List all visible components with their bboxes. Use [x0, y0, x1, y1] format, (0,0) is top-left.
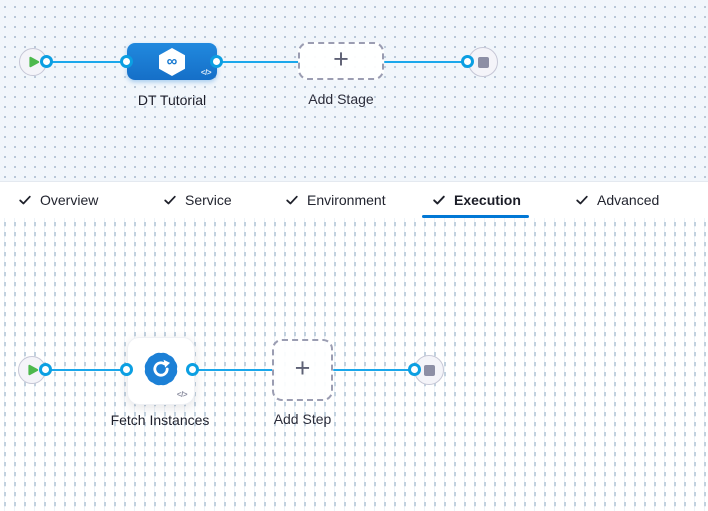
connector-anchor [186, 363, 199, 376]
check-icon [286, 195, 298, 205]
step-node-fetch-instances[interactable]: </> [127, 337, 195, 405]
tab-label: Environment [307, 192, 386, 208]
connector-anchor [408, 363, 421, 376]
stop-icon [477, 56, 489, 68]
play-icon [29, 56, 40, 68]
infinity-glyph: ∞ [166, 53, 178, 70]
connector-edge [217, 61, 299, 63]
step-label: Fetch Instances [110, 412, 210, 428]
code-icon: </> [200, 68, 212, 77]
tab-overview[interactable]: Overview [18, 182, 98, 218]
tab-label: Execution [454, 192, 521, 208]
stage-config-tabbar: Overview Service Environment Execution A… [0, 182, 708, 218]
fetch-instances-icon [141, 349, 181, 389]
tab-label: Advanced [597, 192, 660, 208]
connector-anchor [210, 55, 223, 68]
stage-graph-canvas: ∞ </> + DT Tutorial Add Stage [0, 0, 708, 182]
stage-node-dt-tutorial[interactable]: ∞ </> [127, 43, 217, 80]
connector-anchor [120, 363, 133, 376]
connector-anchor [120, 55, 133, 68]
tab-environment[interactable]: Environment [285, 182, 386, 218]
connector-edge [47, 61, 128, 63]
connector-edge [384, 61, 469, 63]
tab-advanced[interactable]: Advanced [575, 182, 659, 218]
add-stage-button[interactable]: + [298, 42, 384, 80]
check-icon [164, 195, 176, 205]
code-icon: </> [176, 390, 188, 399]
active-tab-underline [422, 215, 529, 218]
tab-service[interactable]: Service [163, 182, 232, 218]
plus-icon: + [294, 353, 311, 383]
play-icon [28, 364, 39, 376]
connector-anchor [40, 55, 53, 68]
tab-execution[interactable]: Execution [422, 182, 529, 218]
check-icon [576, 195, 588, 205]
plus-icon: + [333, 44, 349, 74]
check-icon [19, 195, 31, 205]
refresh-arrow-icon [153, 359, 170, 377]
tab-label: Overview [40, 192, 99, 208]
check-icon [433, 195, 445, 205]
add-stage-label: Add Stage [308, 91, 374, 107]
tab-label: Service [185, 192, 232, 208]
connector-anchor [39, 363, 52, 376]
stop-icon [423, 364, 435, 376]
connector-edge [193, 369, 273, 371]
add-step-button[interactable]: + [272, 339, 333, 401]
execution-graph-canvas: </> + Fetch Instances Add Step [0, 218, 708, 511]
connector-anchor [461, 55, 474, 68]
cd-stage-hexagon-icon: ∞ [159, 48, 185, 76]
connector-edge [46, 369, 128, 371]
add-step-label: Add Step [273, 411, 332, 427]
stage-label: DT Tutorial [137, 92, 207, 108]
connector-edge [333, 369, 416, 371]
